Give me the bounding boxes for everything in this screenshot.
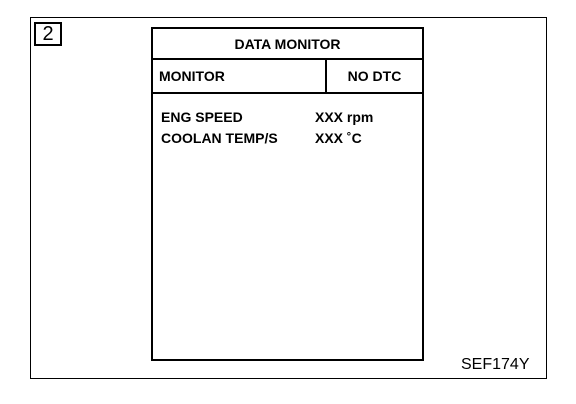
screen-title: DATA MONITOR [153, 29, 422, 60]
monitor-label: MONITOR [153, 60, 327, 92]
monitor-row-eng-speed: ENG SPEED XXX rpm [153, 106, 422, 127]
step-number-badge: 2 [34, 22, 62, 46]
monitor-row-value: XXX rpm [315, 108, 374, 125]
no-dtc-status: NO DTC [347, 68, 402, 84]
screen-header: MONITOR NO DTC [153, 60, 422, 94]
monitor-row-label: COOLAN TEMP/S [161, 129, 278, 146]
monitor-row-coolant-temp: COOLAN TEMP/S XXX ˚C [153, 127, 422, 148]
monitor-row-label: ENG SPEED [161, 108, 243, 125]
figure-code: SEF174Y [461, 356, 530, 373]
monitor-list: ENG SPEED XXX rpm COOLAN TEMP/S XXX ˚C [153, 94, 422, 148]
consult-screen: DATA MONITOR MONITOR NO DTC ENG SPEED XX… [151, 27, 424, 361]
figure-frame [30, 17, 547, 379]
monitor-row-value: XXX ˚C [315, 129, 362, 146]
